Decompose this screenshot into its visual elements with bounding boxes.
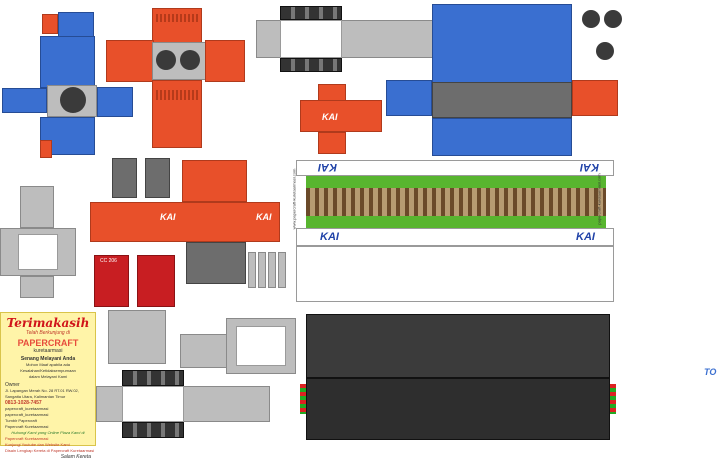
roof-right-wing xyxy=(205,40,245,82)
card-brand-sub: kuretaarmasi xyxy=(33,348,63,354)
card-owner-label: Owner xyxy=(5,382,20,388)
cab-upper-front xyxy=(40,36,95,88)
loco-side xyxy=(90,202,280,242)
sandbox-2 xyxy=(145,158,170,198)
card-line-2: Mohon Maaf apabila ada Kesalahan/Ketidak… xyxy=(20,362,76,373)
body-lower xyxy=(432,118,572,156)
spare-disc-2 xyxy=(604,10,622,28)
platform-vertical-right: papercraft-kuretaarmasi.com xyxy=(596,173,602,225)
spare-disc-1 xyxy=(582,10,600,28)
roof-vent-2 xyxy=(156,90,198,100)
card-title: Terimakasih xyxy=(6,316,90,330)
card-social-1: papercraft_kuretaarmasi xyxy=(5,406,49,411)
lower-grey-box xyxy=(108,310,166,364)
loco-hood-top xyxy=(182,160,247,202)
end-piece-body xyxy=(300,100,382,132)
red-panel-1 xyxy=(94,255,129,307)
card-line-1: Senang Melayani Anda xyxy=(20,356,76,362)
cab-top-tab xyxy=(42,14,58,34)
chassis-light-right xyxy=(610,384,616,414)
card-social-2: papercraft_kuretaarmasi xyxy=(5,412,49,417)
cab-headlight xyxy=(60,87,86,113)
platform-track xyxy=(306,188,606,216)
bogie-bottom-inner xyxy=(122,386,184,422)
body-underframe xyxy=(432,82,572,118)
watermark-logo: TO xyxy=(704,367,717,377)
cab-top-panel xyxy=(58,12,94,37)
chassis-light-left xyxy=(300,384,306,414)
card-bottom-1: Papercraft Kuretaarmasi xyxy=(5,436,49,441)
roof-fan-2 xyxy=(180,50,200,70)
lower-bogie-center xyxy=(236,326,286,366)
platform-kai-logo-4: KAI xyxy=(576,231,595,243)
card-line-3: dalam Melayani Kami xyxy=(28,374,68,379)
thank-you-card: Terimakasih Telah Berkunjung di PAPERCRA… xyxy=(0,312,96,460)
sandbox-1 xyxy=(112,158,137,198)
bogie-mid-bottom xyxy=(20,276,54,298)
end-piece-bottom xyxy=(318,132,346,154)
cab-left-wing xyxy=(2,88,47,113)
platform-kai-logo-3: KAI xyxy=(320,231,339,243)
chassis-bottom xyxy=(306,378,610,440)
loco-step-4 xyxy=(278,252,286,288)
bogie-top-wheels-2 xyxy=(280,58,342,72)
loco-underframe xyxy=(186,242,246,284)
card-social-4: Papercraft Kuretaarmasi xyxy=(5,424,49,429)
body-left-end xyxy=(386,80,432,116)
card-phone: 0813-1028-7457 xyxy=(5,400,42,406)
bogie-top-inner xyxy=(280,20,342,58)
bogie-bottom-wheels-2 xyxy=(122,422,184,438)
platform-kai-logo-1: KAI xyxy=(318,161,337,173)
spare-disc-3 xyxy=(596,42,614,60)
bogie-mid-top xyxy=(20,186,54,228)
card-social-3: Tumblr Papercraft xyxy=(5,418,37,423)
card-footer-slogan: Hubungi Kami yang Online Plaza Kami di xyxy=(11,430,85,435)
loco-kai-logo-2: KAI xyxy=(256,212,272,222)
loco-step-3 xyxy=(268,252,276,288)
card-signoff: Salam Kereta xyxy=(60,454,91,460)
cab-right-wing xyxy=(97,87,133,117)
loco-step-2 xyxy=(258,252,266,288)
card-brand: PAPERCRAFT xyxy=(17,338,79,348)
card-subtitle: Telah Berkunjung di xyxy=(25,330,70,336)
platform-base xyxy=(296,246,614,302)
cab-bottom-tab xyxy=(40,140,52,158)
loco-step-1 xyxy=(248,252,256,288)
red-panel-2 xyxy=(137,255,175,307)
roof-fan-1 xyxy=(156,50,176,70)
chassis-top xyxy=(306,314,610,378)
card-address: Jl. Lapangan Merah No. 28 RT.01 RW.02, S… xyxy=(5,388,79,399)
bogie-bottom-wheels-1 xyxy=(122,370,184,386)
bogie-mid-center xyxy=(18,234,58,270)
lower-bogie-left xyxy=(180,334,228,368)
body-roof xyxy=(432,4,572,84)
bogie-top-wheels-1 xyxy=(280,6,342,20)
platform-top-edge xyxy=(296,160,614,176)
platform-kai-logo-2: KAI xyxy=(580,161,599,173)
roof-left-wing xyxy=(106,40,154,82)
body-right-end xyxy=(572,80,618,116)
loco-kai-logo-1: KAI xyxy=(160,212,176,222)
red-panel-label: CC 206 xyxy=(100,258,117,264)
platform-vertical-left: www.papercraft-kuretaarmasi.com xyxy=(291,168,297,230)
platform-bottom-edge xyxy=(296,228,614,246)
card-bottom-2: Kunjungi Youtube dan Website Kami xyxy=(5,442,70,447)
end-piece-kai-logo: KAI xyxy=(322,112,338,122)
roof-vent-1 xyxy=(156,14,198,22)
